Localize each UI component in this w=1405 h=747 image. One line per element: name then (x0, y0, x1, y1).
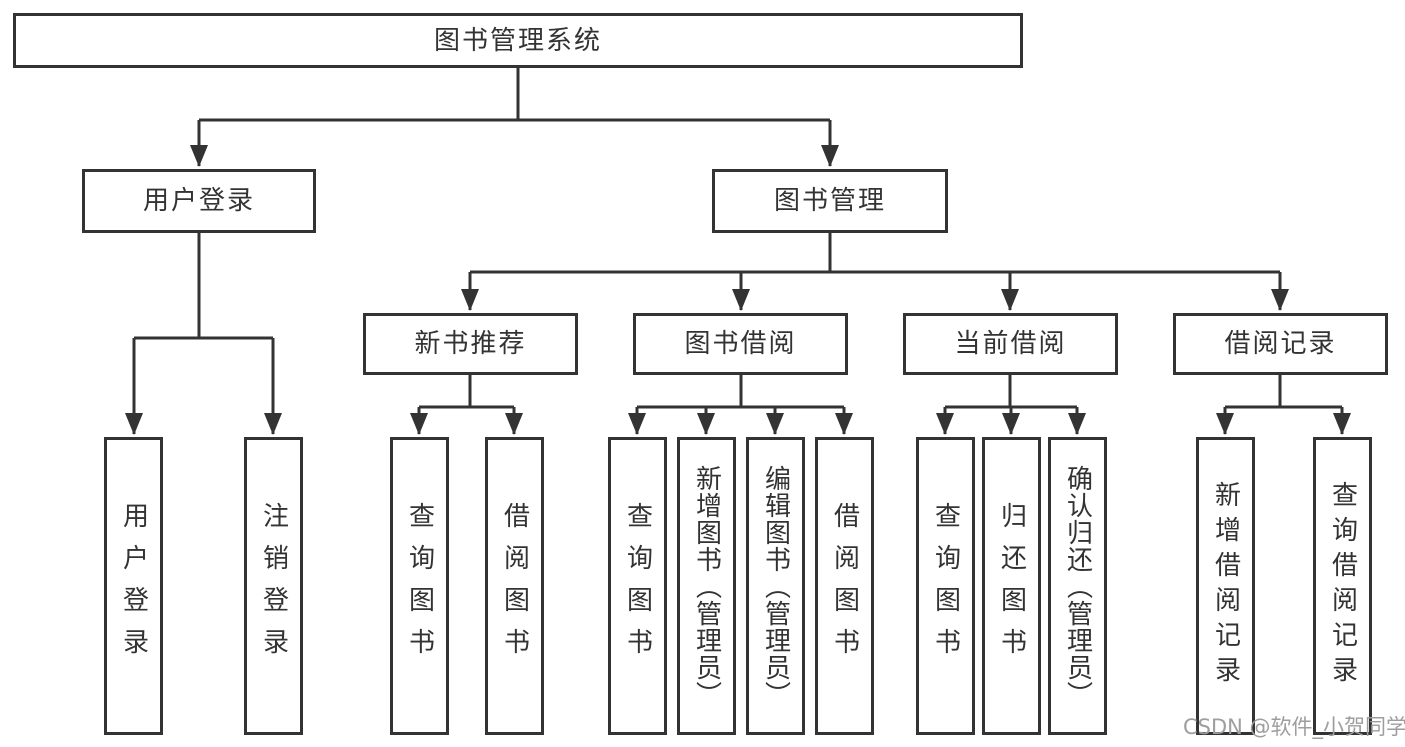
node-label: 新增图书（管理员） (691, 464, 722, 708)
node-label: 用户登录 (118, 502, 149, 670)
node-rec-query-books: 查询图书 (390, 437, 449, 735)
node-label: 借阅记录 (1224, 329, 1337, 359)
node-query-borrow-record: 查询借阅记录 (1313, 437, 1372, 735)
node-add-books-admin: 新增图书（管理员） (677, 437, 736, 735)
node-label: 归还图书 (996, 502, 1027, 670)
node-label: 借阅图书 (829, 502, 860, 670)
node-book-management: 图书管理 (712, 169, 948, 233)
node-user-login-leaf: 用户登录 (104, 437, 163, 735)
node-add-borrow-record: 新增借阅记录 (1196, 437, 1255, 735)
node-label: 用户登录 (142, 186, 255, 216)
node-label: 新增借阅记录 (1210, 481, 1241, 691)
node-new-book-recommendation: 新书推荐 (363, 313, 578, 375)
node-borrowing-records: 借阅记录 (1173, 313, 1388, 375)
branch-user-login (134, 233, 273, 340)
branch-root (199, 68, 830, 122)
node-label: 确认归还（管理员） (1062, 464, 1093, 708)
node-current-borrowing: 当前借阅 (903, 313, 1118, 375)
node-label: 查询图书 (404, 502, 435, 670)
node-current-query-books: 查询图书 (916, 437, 975, 735)
node-user-login-branch: 用户登录 (82, 169, 316, 233)
node-library-management-system: 图书管理系统 (13, 13, 1023, 68)
node-label: 图书借阅 (684, 329, 797, 359)
node-logout: 注销登录 (244, 437, 303, 735)
branch-current-borrowing (945, 375, 1077, 409)
node-return-books: 归还图书 (982, 437, 1041, 735)
node-label: 当前借阅 (954, 329, 1067, 359)
node-label: 借阅图书 (499, 502, 530, 670)
node-borrow-query-books: 查询图书 (608, 437, 667, 735)
node-label: 注销登录 (258, 502, 289, 670)
node-label: 图书管理系统 (433, 25, 602, 56)
node-confirm-return-admin: 确认归还（管理员） (1048, 437, 1107, 735)
node-label: 查询图书 (622, 502, 653, 670)
watermark: CSDN @软件_小贺同学 (1183, 715, 1405, 739)
branch-borrowing-records (1225, 375, 1342, 409)
branch-book-management (470, 233, 1280, 274)
node-borrow-borrow-books: 借阅图书 (815, 437, 874, 735)
node-label: 新书推荐 (414, 329, 527, 359)
node-book-borrowing: 图书借阅 (633, 313, 848, 375)
branch-book-borrowing (637, 375, 844, 409)
node-label: 查询借阅记录 (1327, 481, 1358, 691)
node-label: 编辑图书（管理员） (760, 464, 791, 708)
node-edit-books-admin: 编辑图书（管理员） (746, 437, 805, 735)
branch-new-book-recommendation (419, 375, 514, 409)
node-label: 图书管理 (773, 186, 886, 216)
node-label: 查询图书 (930, 502, 961, 670)
node-rec-borrow-books: 借阅图书 (485, 437, 544, 735)
